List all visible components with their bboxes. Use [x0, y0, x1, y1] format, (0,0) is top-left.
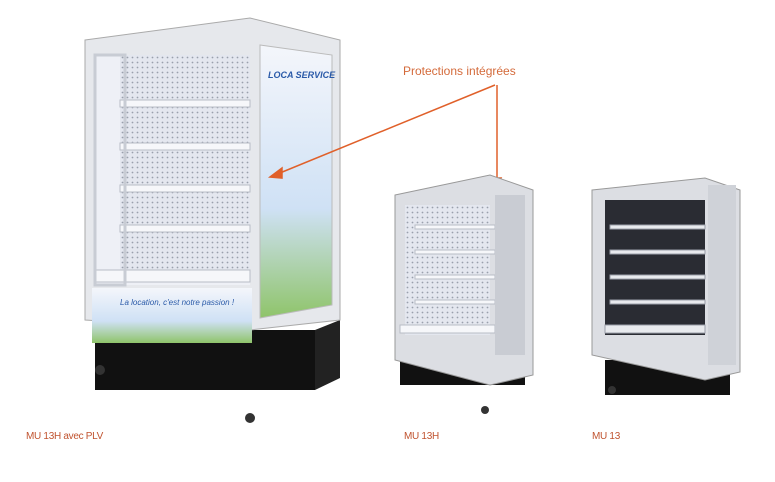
fridge-mu13 [591, 177, 741, 395]
plv-slogan: La location, c'est notre passion ! [120, 298, 235, 307]
product-label-mu13h: MU 13H [404, 431, 439, 442]
product-label-mu13: MU 13 [592, 431, 620, 442]
product-label-mu13h-plv: MU 13H avec PLV [26, 431, 104, 442]
annotation-label: Protections intégrées [403, 64, 516, 78]
plv-logo: LOCA SERVICE [268, 70, 336, 80]
annotation-arrows [267, 84, 503, 188]
fridge-mu13h [394, 174, 534, 414]
fridge-mu13h-plv: La location, c'est notre passion ! LOCA … [84, 17, 341, 423]
